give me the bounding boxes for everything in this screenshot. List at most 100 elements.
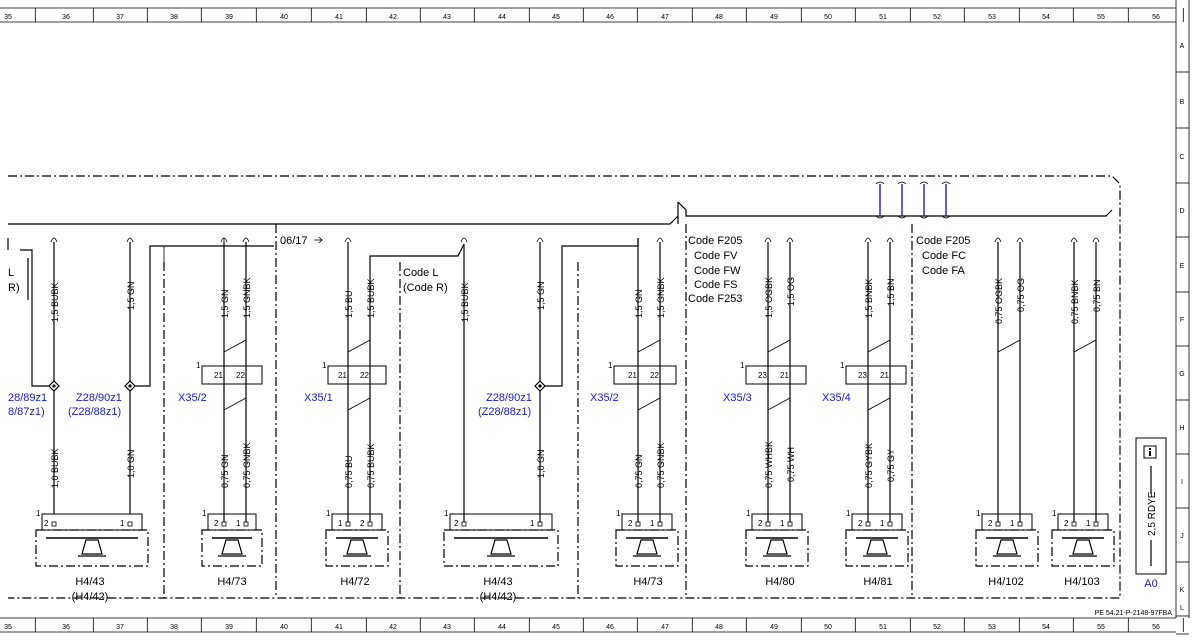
splice-mid-label-alt: (Z28/88z1) xyxy=(68,406,121,418)
column-number: 55 xyxy=(1097,624,1105,631)
column-number: 37 xyxy=(116,624,124,631)
splice-left-label: 28/89z1 xyxy=(8,392,47,404)
speaker-housing xyxy=(201,529,263,567)
splice-dot xyxy=(128,384,132,388)
wire-label: 0,75 GYBK xyxy=(864,443,874,488)
pin-number: 2 xyxy=(1064,519,1069,528)
column-number: 53 xyxy=(988,624,996,631)
wire-break-mark xyxy=(50,237,58,243)
ground-point-label: A0 xyxy=(1144,578,1157,590)
document-id: PE 54.21-P-2148-97FBA xyxy=(1095,610,1173,617)
column-number: 44 xyxy=(498,624,506,631)
pin-number: 1 xyxy=(1052,509,1057,518)
pin-terminal xyxy=(1017,521,1023,527)
pin-number: 1 xyxy=(976,509,981,518)
speaker-icon xyxy=(636,539,658,555)
pin-terminal xyxy=(1071,521,1077,527)
wire-label: 1,5 GN xyxy=(126,281,136,310)
column-number: 35 xyxy=(4,624,12,631)
column-number: 55 xyxy=(1097,14,1105,21)
splice-right-label: Z28/90z1 xyxy=(486,392,532,404)
pin-number: 23 xyxy=(858,371,867,380)
pin-number: 22 xyxy=(360,371,369,380)
bus-continuation-marks xyxy=(875,181,951,219)
twisted-pair-mark xyxy=(223,339,247,353)
speaker-housing xyxy=(1051,529,1115,567)
outer-border xyxy=(8,175,1121,599)
pin-terminal xyxy=(367,521,373,527)
column-number: 43 xyxy=(443,14,451,21)
column-number: 39 xyxy=(225,14,233,21)
column-number: 46 xyxy=(606,14,614,21)
code-group-1-line-1: Code F205 xyxy=(688,235,742,247)
column-number: 40 xyxy=(280,624,288,631)
connector-block xyxy=(201,365,263,385)
speaker-icon xyxy=(866,539,888,555)
connector-block xyxy=(745,365,807,385)
wire-label: 1,5 BUBK xyxy=(460,282,470,322)
speaker-label: H4/43 xyxy=(75,576,104,588)
wire-label: 0,75 GN xyxy=(634,454,644,488)
wire-label: 1,5 BU xyxy=(344,290,354,318)
pin-terminal xyxy=(345,521,351,527)
speaker-pin-strip xyxy=(41,513,143,531)
splice-dot xyxy=(52,384,56,388)
column-number: 54 xyxy=(1042,624,1050,631)
connector-label: X35/2 xyxy=(590,392,619,404)
wire-break-mark xyxy=(344,237,352,243)
pin-number: 1 xyxy=(650,519,655,528)
pin-terminal xyxy=(865,521,871,527)
pin-number: 21 xyxy=(214,371,223,380)
wire-label: 1,0 GN xyxy=(536,449,546,478)
row-letter: F xyxy=(1180,317,1184,324)
pin-terminal xyxy=(657,521,663,527)
column-number: 56 xyxy=(1152,624,1160,631)
column-number: 51 xyxy=(879,624,887,631)
pin-terminal xyxy=(221,521,227,527)
column-number: 44 xyxy=(498,14,506,21)
speaker-housing xyxy=(745,529,809,567)
row-letter: E xyxy=(1180,263,1185,270)
twisted-pair-mark xyxy=(223,397,247,411)
splice-dot xyxy=(538,384,542,388)
column-number: 39 xyxy=(225,624,233,631)
pin-number: 2 xyxy=(214,519,219,528)
connector-label: X35/3 xyxy=(723,392,752,404)
column-number: 41 xyxy=(335,14,343,21)
speaker-label: H4/43 xyxy=(483,576,512,588)
column-number: 36 xyxy=(62,624,70,631)
column-number: 38 xyxy=(170,624,178,631)
wire-label: 1,0 BUBK xyxy=(50,448,60,488)
twisted-pair-mark xyxy=(767,397,791,411)
wire-break-mark xyxy=(886,237,894,243)
pin-number: 1 xyxy=(322,361,327,370)
wire-break-mark xyxy=(1016,237,1024,243)
pin-number: 1 xyxy=(196,361,201,370)
connector-label: X35/1 xyxy=(304,392,333,404)
wire-break-mark xyxy=(764,237,772,243)
column-number: 42 xyxy=(389,624,397,631)
twisted-pair-mark xyxy=(637,339,661,353)
speaker-housing xyxy=(615,529,679,567)
section-separators xyxy=(163,224,913,598)
wire-label: 1,0 GN xyxy=(126,449,136,478)
wire-label: 0,75 OG xyxy=(1016,278,1026,312)
wire-label: 0,75 OGBK xyxy=(994,278,1004,324)
twisted-pair-mark xyxy=(867,339,891,353)
twisted-pair-mark xyxy=(637,397,661,411)
speaker-label: H4/73 xyxy=(217,576,246,588)
connector-block xyxy=(613,365,677,385)
speaker-label: H4/81 xyxy=(863,576,892,588)
speaker-label: H4/103 xyxy=(1064,576,1099,588)
code-group-2-line-1: Code F205 xyxy=(916,235,970,247)
speaker-sublabel: (H4/42) xyxy=(72,591,109,603)
wire-label: 0,75 GN xyxy=(220,454,230,488)
top-bus xyxy=(8,201,1113,225)
wire-label: 0,75 BUBK xyxy=(366,443,376,488)
pin-number: 1 xyxy=(746,509,751,518)
wire-label: 1,5 OG xyxy=(786,277,796,306)
ground-point: 2,5 RDYE xyxy=(1135,437,1167,575)
code-group-1-line-3: Code FW xyxy=(694,265,741,277)
column-number: 42 xyxy=(389,14,397,21)
wire-break-mark xyxy=(126,237,134,243)
